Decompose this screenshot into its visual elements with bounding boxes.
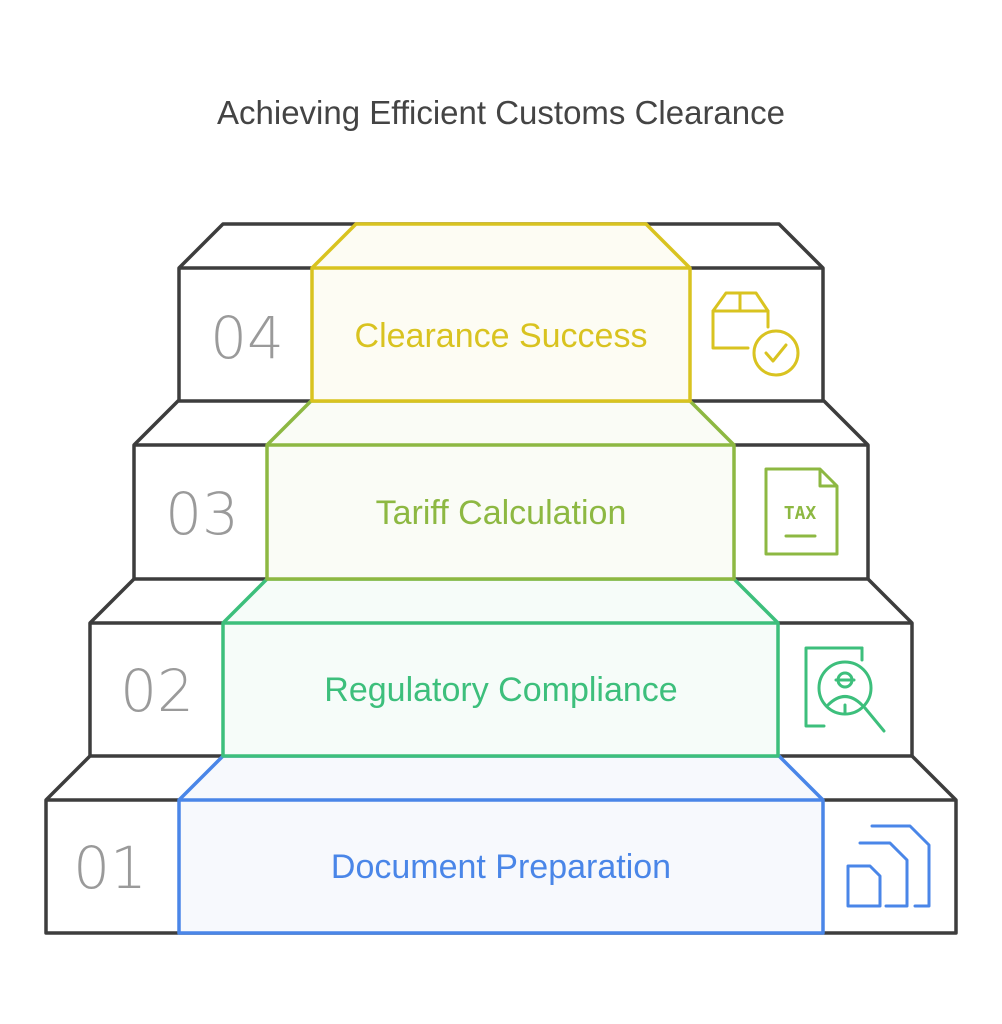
step-01-highlight [177,754,825,935]
documents-icon [846,824,931,908]
step-01: 01 Document Preparation [44,754,958,935]
step-03: 03 Tariff Calculation TAX [132,399,870,581]
step-02-number: 02 [120,657,194,725]
step-02-label: Regulatory Compliance [324,671,677,709]
step-04-highlight [310,222,692,403]
tax-document-icon: TAX [764,467,839,556]
step-02: 02 Regulatory Compliance [88,577,914,758]
package-check-icon [711,291,800,377]
step-03-label: Tariff Calculation [376,494,627,532]
step-03-highlight [265,399,736,581]
step-04-label: Clearance Success [355,317,648,355]
diagram-title: Achieving Efficient Customs Clearance [217,94,785,131]
step-04-number: 04 [210,304,284,372]
tax-text: TAX [784,503,817,524]
step-03-number: 03 [165,480,239,548]
step-02-highlight [221,577,780,758]
person-search-icon [804,646,886,733]
step-01-number: 01 [73,834,147,902]
step-01-label: Document Preparation [331,848,671,886]
step-04: 04 Clearance Success [177,222,825,403]
